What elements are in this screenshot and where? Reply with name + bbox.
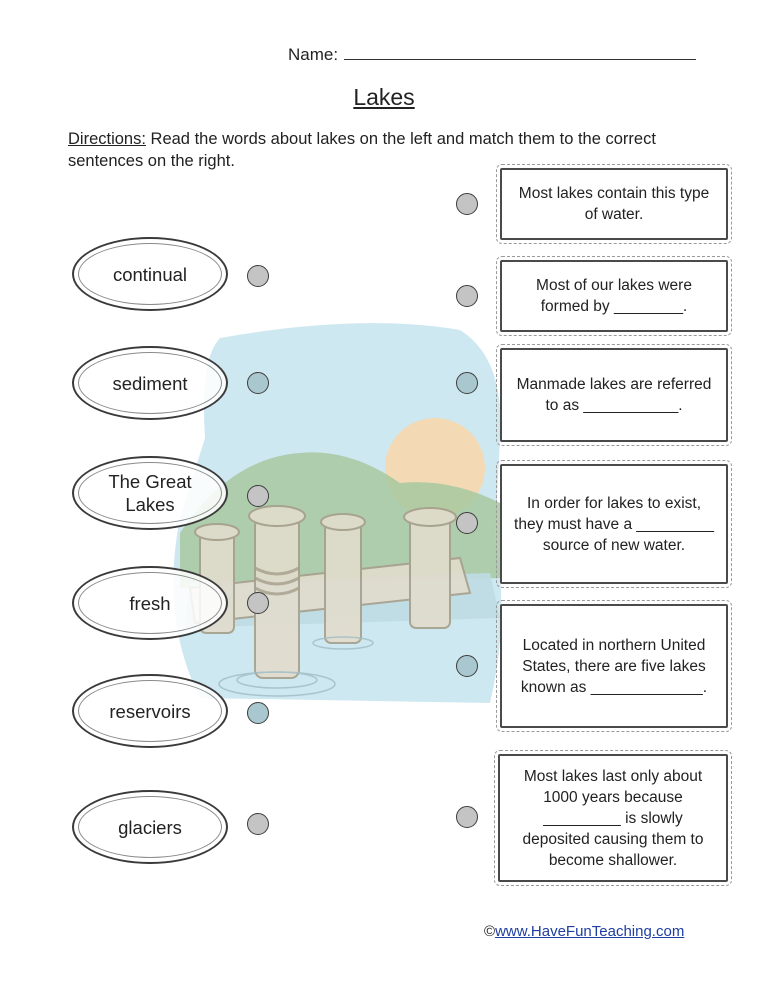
sentence-box-4: In order for lakes to exist, they must h…: [496, 460, 732, 588]
sentence-dot-1[interactable]: [456, 193, 478, 215]
word-oval-fresh: fresh: [72, 566, 228, 640]
word-oval-continual: continual: [72, 237, 228, 311]
sentence-box-3: Manmade lakes are referred to as _______…: [496, 344, 732, 446]
word-dot-glaciers[interactable]: [247, 813, 269, 835]
word-oval-sediment: sediment: [72, 346, 228, 420]
sentence-box-5: Located in northern United States, there…: [496, 600, 732, 732]
sentence-dot-4[interactable]: [456, 512, 478, 534]
sentence-box-2: Most of our lakes were formed by _______…: [496, 256, 732, 336]
copyright: ©www.HaveFunTeaching.com: [484, 923, 684, 940]
word-dot-reservoirs[interactable]: [247, 702, 269, 724]
directions: Directions: Read the words about lakes o…: [68, 128, 728, 172]
name-label: Name:: [288, 45, 339, 64]
sentence-box-1: Most lakes contain this type of water.: [496, 164, 732, 244]
page-title: Lakes: [353, 84, 415, 110]
word-dot-continual[interactable]: [247, 265, 269, 287]
sentence-dot-6[interactable]: [456, 806, 478, 828]
word-dot-fresh[interactable]: [247, 592, 269, 614]
word-dot-great-lakes[interactable]: [247, 485, 269, 507]
sentence-dot-3[interactable]: [456, 372, 478, 394]
word-dot-sediment[interactable]: [247, 372, 269, 394]
sentence-dot-5[interactable]: [456, 655, 478, 677]
word-oval-glaciers: glaciers: [72, 790, 228, 864]
name-field[interactable]: Name:: [288, 44, 697, 65]
name-blank-line[interactable]: [344, 44, 697, 60]
sentence-dot-2[interactable]: [456, 285, 478, 307]
copyright-symbol: ©: [484, 923, 496, 940]
site-link[interactable]: www.HaveFunTeaching.com: [495, 923, 685, 940]
directions-text: Read the words about lakes on the left a…: [68, 130, 656, 170]
word-oval-great-lakes: The Great Lakes: [72, 456, 228, 530]
directions-label: Directions:: [68, 130, 146, 148]
sentence-box-6: Most lakes last only about 1000 years be…: [494, 750, 732, 886]
word-oval-reservoirs: reservoirs: [72, 674, 228, 748]
